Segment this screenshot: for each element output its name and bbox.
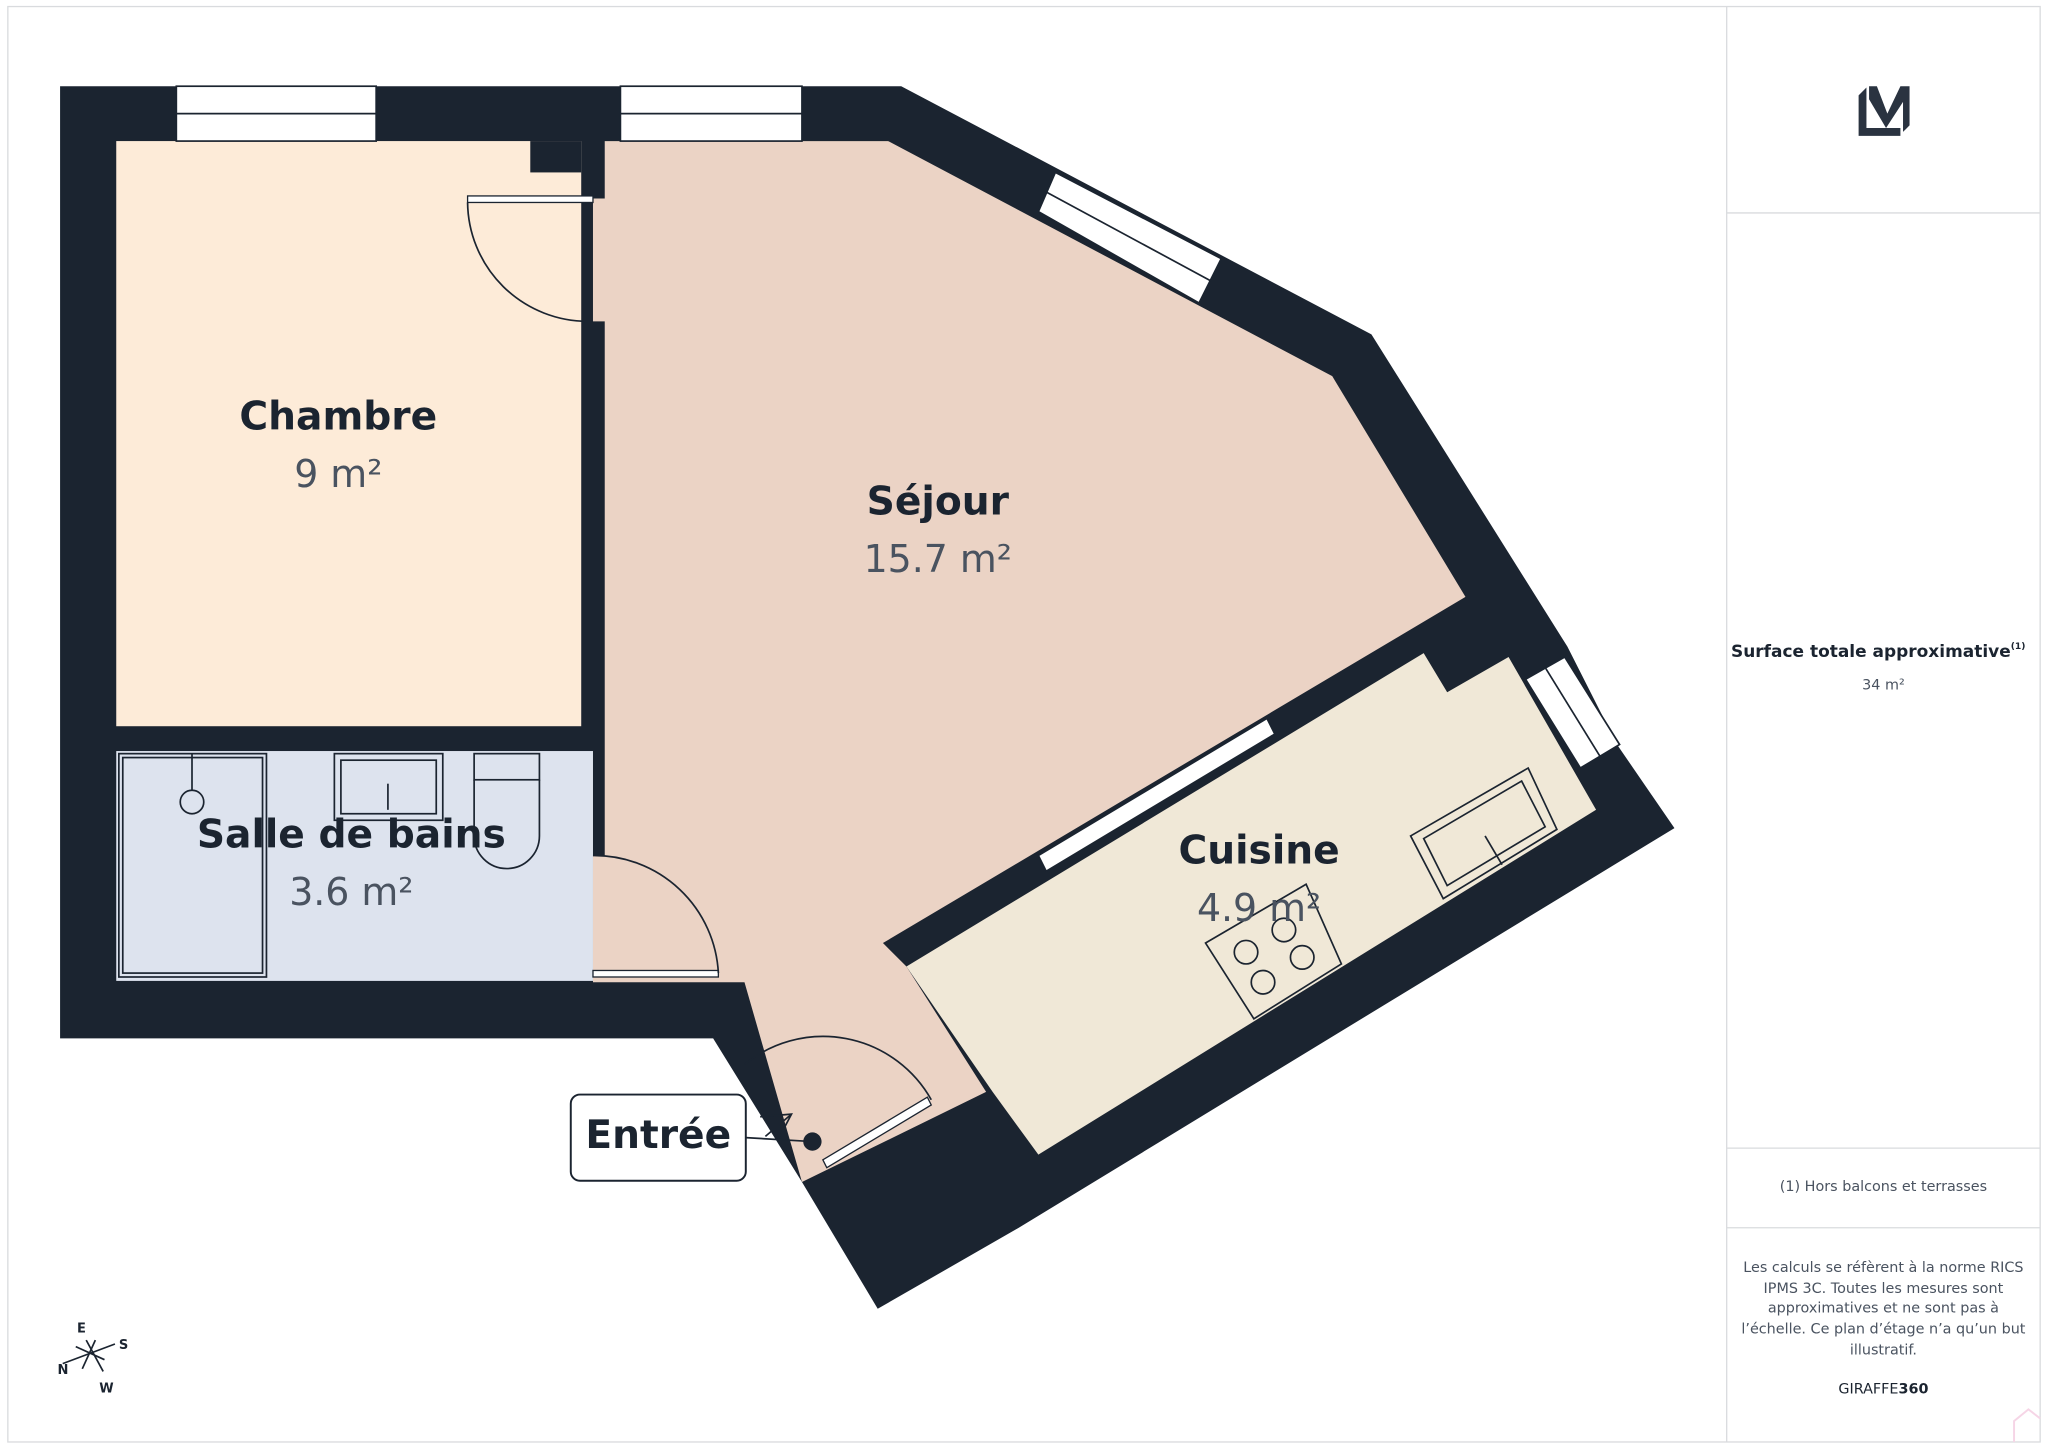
footnote: (1) Hors balcons et terrasses <box>1780 1179 1987 1195</box>
room-salle-de-bains <box>116 751 593 981</box>
disclaimer-line: l’échelle. Ce plan d’étage n’a qu’un but <box>1741 1322 2025 1338</box>
room-area: 4.9 m² <box>1197 886 1321 930</box>
room-area: 9 m² <box>294 452 382 496</box>
window <box>1037 717 1276 873</box>
entrance-label: Entrée <box>585 1113 731 1158</box>
entrance-dot-icon <box>803 1132 822 1151</box>
compass-icon: E S N W <box>57 1321 128 1396</box>
disclaimer-line: Les calculs se réfèrent à la norme RICS <box>1743 1260 2023 1276</box>
compass-n: N <box>57 1363 68 1378</box>
disclaimer-line: illustratif. <box>1850 1342 1917 1358</box>
bathtub <box>118 752 268 978</box>
toilet <box>473 752 541 870</box>
entrance-marker: Entrée <box>569 1093 822 1182</box>
room-name: Chambre <box>239 395 437 440</box>
room-area: 15.7 m² <box>864 537 1012 581</box>
brand-giraffe360: GIRAFFE360 <box>1838 1382 1928 1398</box>
wall-pillar <box>530 141 582 173</box>
disclaimer: Les calculs se réfèrent à la norme RICS … <box>1741 1260 2025 1358</box>
room-name: Salle de bains <box>197 813 506 858</box>
room-sejour <box>592 141 1466 1183</box>
total-surface-value: 34 m² <box>1862 678 1905 694</box>
room-name: Cuisine <box>1178 828 1339 873</box>
window <box>175 85 378 142</box>
stove <box>1204 883 1343 1020</box>
total-surface-label: Surface totale approximative(1) <box>1731 642 2025 662</box>
brand-logo <box>1858 86 1910 136</box>
window <box>1524 655 1621 770</box>
disclaimer-line: IPMS 3C. Toutes les mesures sont <box>1764 1281 2004 1297</box>
room-chambre <box>116 141 582 727</box>
kitchen-sink <box>1409 766 1558 900</box>
compass-w: W <box>99 1381 113 1396</box>
sheet-border <box>7 5 2041 1443</box>
room-cuisine <box>906 653 1597 1155</box>
window <box>1037 171 1223 305</box>
room-area: 3.6 m² <box>289 870 413 914</box>
entrance-door <box>743 1035 933 1169</box>
disclaimer-line: approximatives et ne sont pas à <box>1768 1301 1999 1317</box>
sink <box>333 752 444 822</box>
room-name: Séjour <box>867 480 1010 525</box>
door <box>466 195 594 323</box>
compass-s: S <box>119 1338 128 1353</box>
window <box>619 85 803 142</box>
door <box>592 854 720 978</box>
home-watermark-icon <box>2013 1408 2041 1442</box>
compass-e: E <box>77 1321 86 1336</box>
